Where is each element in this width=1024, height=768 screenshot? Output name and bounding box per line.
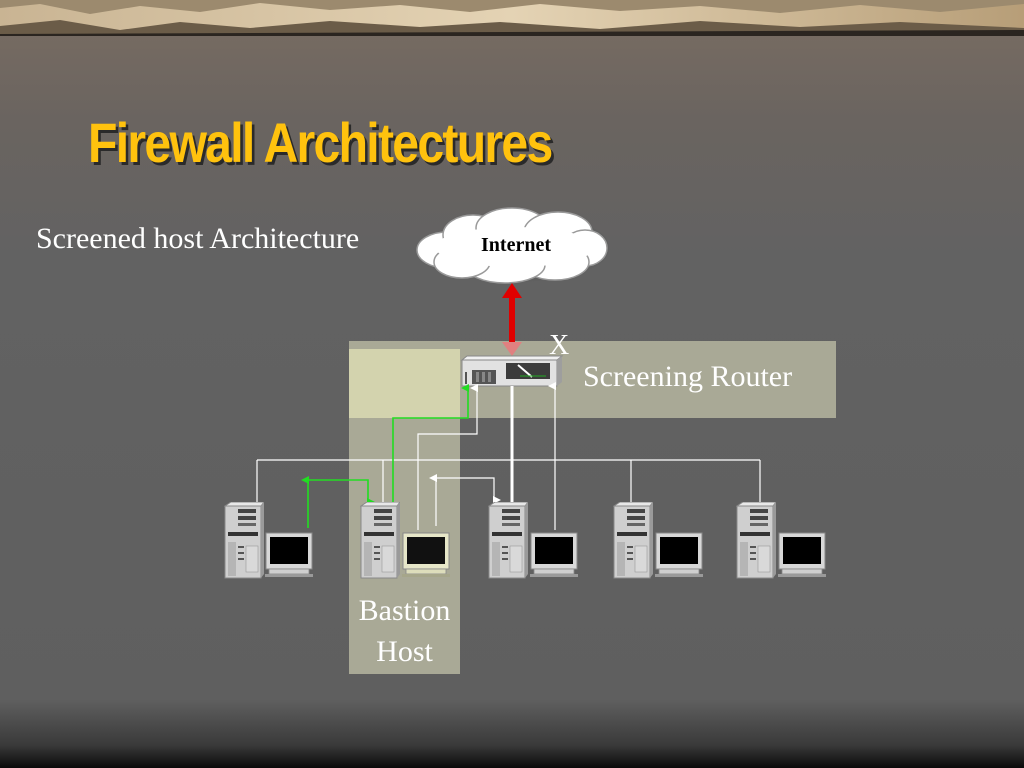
slide-subtitle: Screened host Architecture bbox=[36, 222, 360, 255]
internal-flow-arrows bbox=[417, 382, 556, 530]
blocked-mark: X bbox=[549, 330, 570, 361]
host-4-icon bbox=[613, 502, 703, 579]
screening-router-label: Screening Router bbox=[583, 360, 793, 393]
router-icon bbox=[460, 355, 564, 387]
internet-label: Internet bbox=[481, 234, 551, 256]
allowed-flow-arrows bbox=[301, 384, 469, 530]
bastion-highlight-top bbox=[349, 349, 460, 418]
host-1-icon bbox=[224, 502, 313, 579]
bastion-host-icon bbox=[360, 502, 450, 579]
lan-backbone bbox=[256, 459, 761, 504]
bastion-host-label: Bastion Host bbox=[349, 590, 460, 672]
decorative-banner bbox=[0, 0, 1024, 36]
internet-cloud-icon bbox=[416, 207, 609, 284]
slide-title: Firewall Architectures bbox=[88, 111, 553, 174]
internet-link-arrow bbox=[502, 283, 522, 356]
host-3-icon bbox=[488, 502, 578, 579]
host-5-icon bbox=[736, 502, 826, 579]
bastion-label-line2: Host bbox=[376, 635, 433, 668]
bastion-label-line1: Bastion bbox=[358, 594, 451, 627]
